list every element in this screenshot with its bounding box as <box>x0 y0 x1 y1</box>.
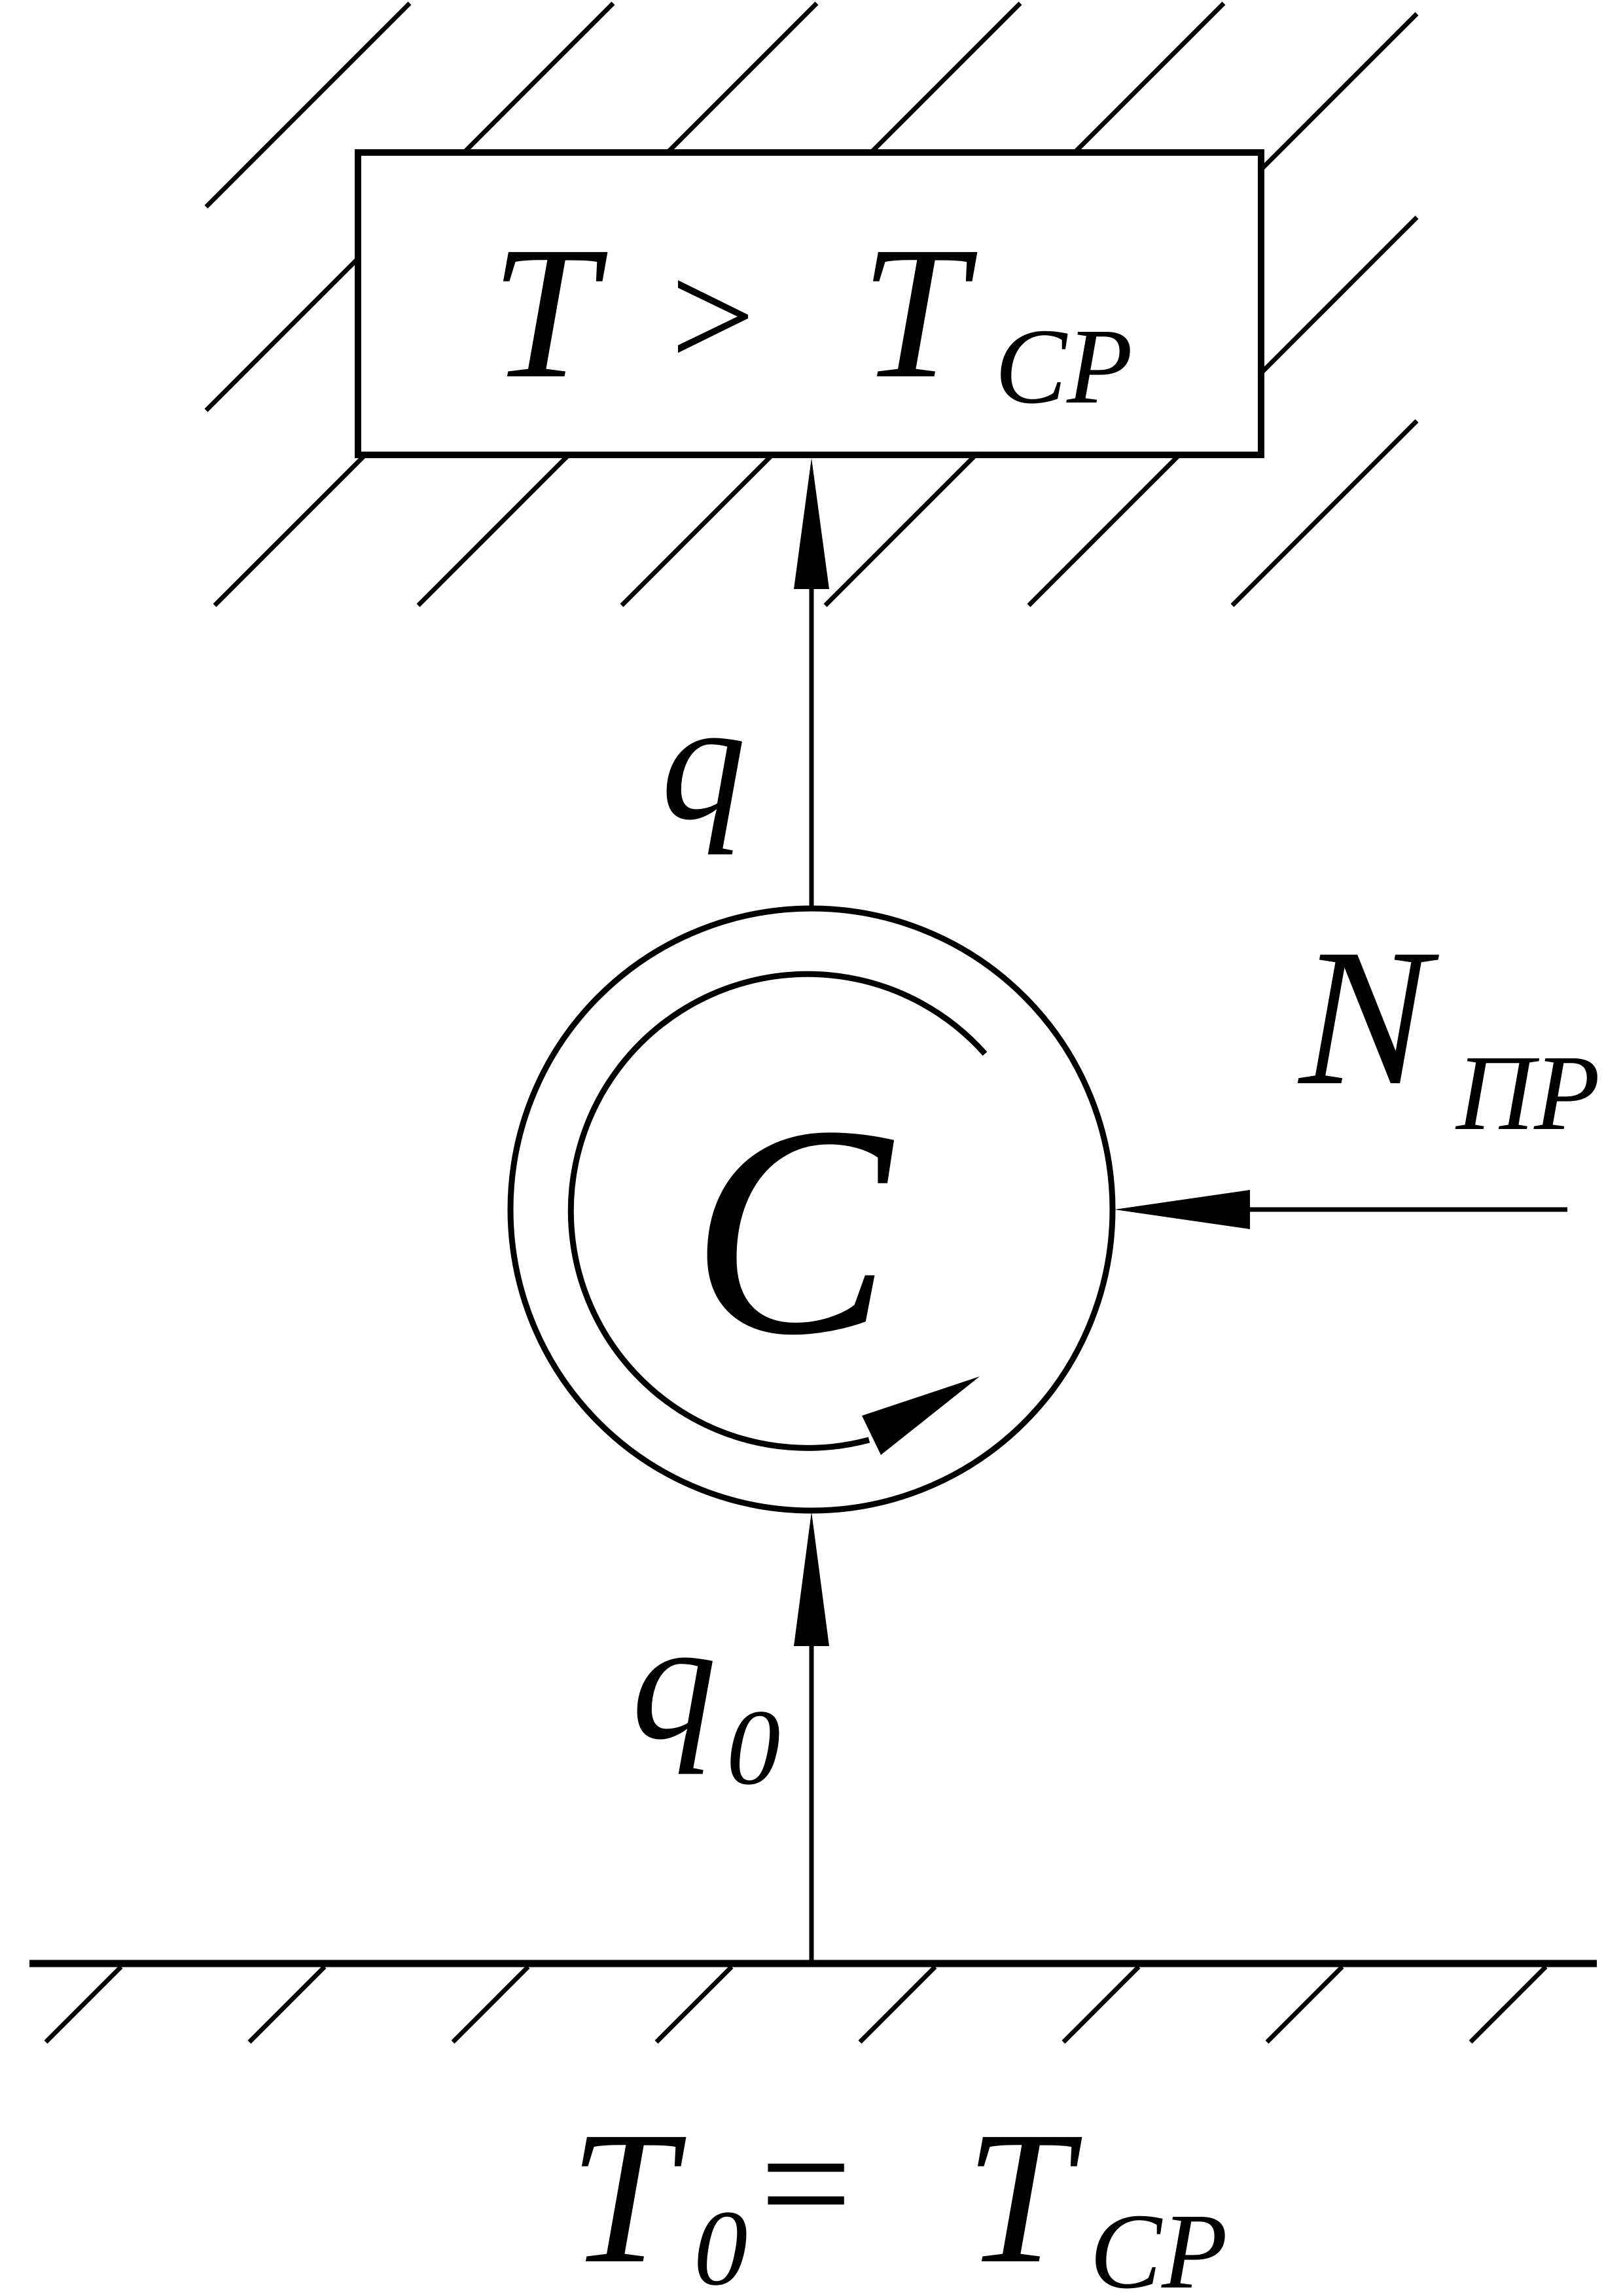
cold-reservoir-hatching <box>44 1965 1548 2044</box>
hatch-line <box>654 1965 734 2044</box>
rotation-arrowhead <box>862 1376 980 1455</box>
svg-text:T: T <box>861 207 979 418</box>
hatch-line <box>1265 1965 1344 2044</box>
hatch-line <box>1230 419 1419 607</box>
svg-text:T: T <box>569 2092 688 2296</box>
svg-text:0: 0 <box>694 2188 748 2296</box>
heat-in-label: q 0 <box>632 1587 781 1807</box>
machine-symbol: C <box>507 905 1116 1514</box>
work-input-label: N ПP <box>1296 908 1600 1153</box>
svg-text:T: T <box>965 2092 1084 2296</box>
heat-in-arrow <box>794 1512 829 1964</box>
svg-text:ПP: ПP <box>1455 1033 1600 1153</box>
hatch-line <box>451 1965 530 2044</box>
machine-label: C <box>690 1064 897 1397</box>
hatch-line <box>858 1965 937 2044</box>
svg-text:CP: CP <box>995 306 1133 426</box>
heat-out-arrow <box>794 458 829 906</box>
svg-text:T: T <box>491 207 609 418</box>
cold-reservoir-label: T 0 = T CP <box>569 2092 1228 2296</box>
svg-text:0: 0 <box>726 1687 781 1807</box>
hatch-line <box>204 1 412 209</box>
heat-out-label: q <box>661 667 746 855</box>
hot-reservoir-box <box>355 149 1264 458</box>
svg-text:>: > <box>661 232 762 399</box>
hatch-line <box>1469 1965 1548 2044</box>
svg-text:=: = <box>749 2093 860 2274</box>
work-input-arrow <box>1115 1190 1567 1229</box>
hatch-line <box>44 1965 123 2044</box>
hatch-line <box>247 1965 327 2044</box>
svg-text:N: N <box>1296 908 1440 1126</box>
hatch-line <box>1061 1965 1141 2044</box>
hot-reservoir-label: T > T CP <box>491 207 1133 426</box>
svg-text:CP: CP <box>1090 2191 1228 2296</box>
svg-text:q: q <box>632 1587 717 1775</box>
